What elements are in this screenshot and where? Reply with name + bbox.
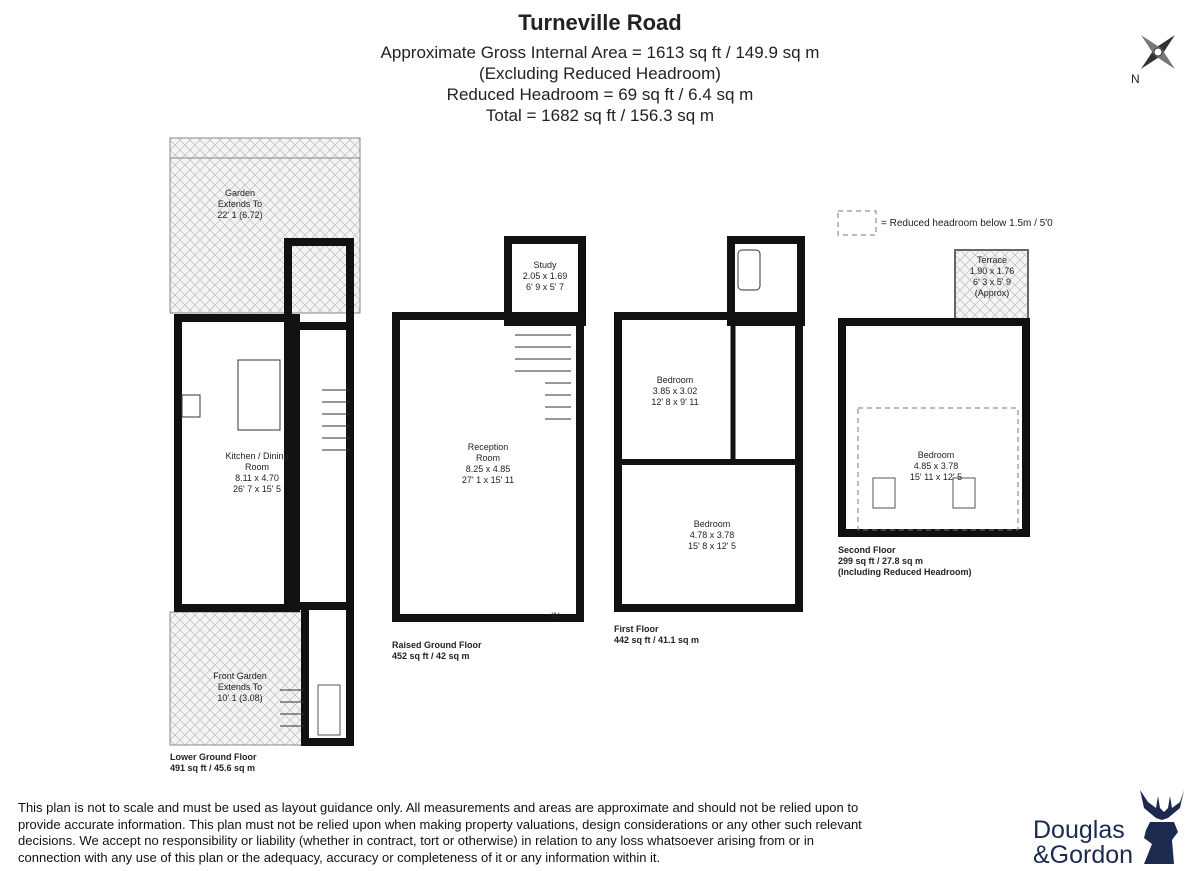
compass-north-label: N bbox=[1131, 72, 1140, 86]
floor-name: Raised Ground Floor bbox=[392, 640, 482, 650]
room-label: Terrace bbox=[977, 255, 1007, 265]
room-dimension: 26' 7 x 15' 5 bbox=[233, 484, 281, 494]
stag-logo-icon bbox=[1140, 790, 1184, 864]
logo-line: &Gordon bbox=[1033, 841, 1134, 869]
disclaimer-line: connection with any use of this plan or … bbox=[18, 849, 661, 865]
room-label: Reception bbox=[468, 442, 509, 452]
floor-area: 299 sq ft / 27.8 sq m bbox=[838, 556, 923, 566]
floor-name: Second Floor bbox=[838, 545, 896, 555]
logo-line: Douglas bbox=[1033, 816, 1125, 844]
room-dimension: 4.78 x 3.78 bbox=[690, 530, 735, 540]
room-dimension: 27' 1 x 15' 11 bbox=[462, 475, 514, 485]
area-line: Total = 1682 sq ft / 156.3 sq m bbox=[486, 106, 714, 125]
room-label: Extends To bbox=[218, 199, 262, 209]
brand-logo: Douglas &Gordon bbox=[1033, 818, 1133, 868]
room-label: Kitchen / Dining bbox=[225, 451, 288, 461]
room-dimension: 4.85 x 3.78 bbox=[914, 461, 959, 471]
disclaimer-line: decisions. We accept no responsibility o… bbox=[18, 833, 814, 848]
room-dimension: 2.05 x 1.69 bbox=[523, 271, 568, 281]
floor-area: 491 sq ft / 45.6 sq m bbox=[170, 763, 255, 773]
room-label: Bedroom bbox=[694, 519, 731, 529]
room-label: Bedroom bbox=[657, 375, 694, 385]
room-dimension: 10' 1 (3.08) bbox=[217, 693, 262, 703]
room-label: Room bbox=[245, 462, 269, 472]
reduced-headroom-legend-swatch bbox=[837, 210, 877, 236]
floor-area: 442 sq ft / 41.1 sq m bbox=[614, 635, 699, 645]
room-dimension: 15' 11 x 12' 5 bbox=[910, 472, 962, 482]
room-dimension: 1.90 x 1.76 bbox=[970, 266, 1015, 276]
floor-area: 452 sq ft / 42 sq m bbox=[392, 651, 470, 661]
room-dimension: 8.11 x 4.70 bbox=[235, 473, 279, 483]
disclaimer-line: This plan is not to scale and must be us… bbox=[18, 800, 859, 815]
legend-label: = Reduced headroom below 1.5m / 5'0 bbox=[881, 218, 1053, 229]
area-line: (Excluding Reduced Headroom) bbox=[479, 64, 721, 83]
room-label: Extends To bbox=[218, 682, 262, 692]
disclaimer-line: provide accurate information. This plan … bbox=[18, 816, 862, 832]
room-note: (Approx) bbox=[975, 288, 1010, 298]
room-dimension: 3.85 x 3.02 bbox=[653, 386, 698, 396]
room-label: Front Garden bbox=[213, 671, 267, 681]
room-dimension: 22' 1 (6.72) bbox=[217, 210, 262, 220]
floor-name: Lower Ground Floor bbox=[170, 752, 257, 762]
room-dimension: 6' 3 x 5' 9 bbox=[973, 277, 1011, 287]
room-label: Garden bbox=[225, 188, 255, 198]
room-label: Room bbox=[476, 453, 500, 463]
room-label: Bedroom bbox=[918, 450, 955, 460]
room-dimension: 12' 8 x 9' 11 bbox=[651, 397, 698, 407]
room-dimension: 6' 9 x 5' 7 bbox=[526, 282, 564, 292]
room-dimension: 15' 8 x 12' 5 bbox=[688, 541, 736, 551]
room-label: Study bbox=[533, 260, 557, 270]
floor-name: First Floor bbox=[614, 624, 659, 634]
plan-title: Turneville Road bbox=[518, 10, 681, 35]
room-dimension: 8.25 x 4.85 bbox=[466, 464, 511, 474]
floor-note: (Including Reduced Headroom) bbox=[838, 567, 972, 577]
entrance-label: IN bbox=[551, 611, 560, 621]
area-line: Reduced Headroom = 69 sq ft / 6.4 sq m bbox=[447, 85, 754, 104]
area-line: Approximate Gross Internal Area = 1613 s… bbox=[381, 43, 820, 62]
disclaimer: This plan is not to scale and must be us… bbox=[18, 800, 898, 866]
compass-icon bbox=[1141, 35, 1175, 69]
